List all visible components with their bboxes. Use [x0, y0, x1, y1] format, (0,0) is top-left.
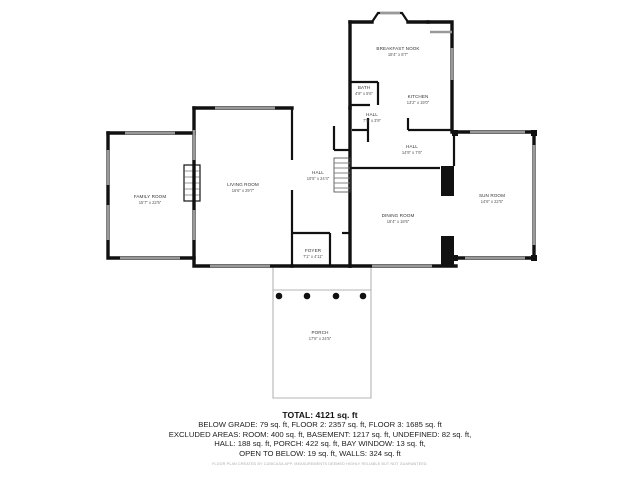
porch-column — [275, 292, 283, 300]
room-name-family-room: FAMILY ROOM — [134, 194, 167, 199]
room-dims-hall: 10'5" x 24'4" — [307, 176, 330, 181]
bay-window — [371, 11, 409, 23]
room-name-sun-room: SUN ROOM — [479, 193, 505, 198]
staircase — [333, 157, 351, 193]
room-dims-hall-right: 14'9" x 7'6" — [402, 150, 423, 155]
room-dims-breakfast-nook: 18'4" x 8'7" — [388, 52, 409, 57]
family-room-walls — [106, 131, 196, 260]
room-name-porch: PORCH — [311, 330, 328, 335]
area-summary: TOTAL: 4121 sq. ft BELOW GRADE: 79 sq. f… — [0, 410, 640, 458]
room-dims-kitchen: 13'2" x 19'0" — [407, 100, 430, 105]
room-name-dining-room: DINING ROOM — [382, 213, 415, 218]
porch-column — [332, 292, 340, 300]
total-area: TOTAL: 4121 sq. ft — [282, 410, 358, 420]
room-name-breakfast-nook: BREAKFAST NOOK — [376, 46, 420, 51]
room-dims-porch: 17'5" x 24'5" — [309, 336, 332, 341]
porch-column — [303, 292, 311, 300]
room-dims-hall-small: 7'5" x 3'9" — [363, 118, 381, 123]
room-name-foyer: FOYER — [305, 248, 322, 253]
hall-foyer-walls — [290, 106, 352, 268]
sun-room-walls — [452, 130, 537, 261]
area-breakdown-line: OPEN TO BELOW: 19 sq. ft, WALLS: 324 sq.… — [239, 448, 401, 458]
living-room-walls — [192, 106, 294, 268]
room-name-hall-right: HALL — [406, 144, 418, 149]
room-name-hall-small: HALL — [366, 112, 378, 117]
room-dims-dining-room: 18'4" x 18'6" — [387, 219, 410, 224]
room-name-bath: BATH — [358, 85, 370, 90]
fireplace — [183, 164, 201, 202]
kitchen-wing-walls — [348, 20, 454, 142]
dining-room-walls — [348, 132, 458, 268]
disclaimer: FLOOR PLAN CREATED BY CUBICASA APP. MEAS… — [212, 462, 428, 466]
room-name-hall: HALL — [312, 170, 324, 175]
room-dims-bath: 4'9" x 5'6" — [355, 91, 373, 96]
room-name-kitchen: KITCHEN — [408, 94, 429, 99]
floor-plan: FAMILY ROOM 15'7" x 22'5" LIVING ROOM 16… — [106, 11, 537, 399]
porch-area — [272, 266, 372, 399]
room-dims-living-room: 16'6" x 29'7" — [232, 188, 255, 193]
room-dims-foyer: 7'1" x 4'11" — [303, 254, 323, 259]
area-breakdown-line: HALL: 188 sq. ft, PORCH: 422 sq. ft, BAY… — [214, 439, 426, 449]
room-name-living-room: LIVING ROOM — [227, 182, 259, 187]
area-breakdown-line: BELOW GRADE: 79 sq. ft, FLOOR 2: 2357 sq… — [198, 420, 442, 429]
room-labels: FAMILY ROOM 15'7" x 22'5" LIVING ROOM 16… — [134, 46, 505, 341]
area-breakdown-line: EXCLUDED AREAS: ROOM: 400 sq. ft, BASEME… — [168, 429, 472, 439]
room-dims-sun-room: 14'6" x 22'5" — [481, 199, 504, 204]
room-dims-family-room: 15'7" x 22'5" — [139, 200, 162, 205]
porch-column — [359, 292, 367, 300]
